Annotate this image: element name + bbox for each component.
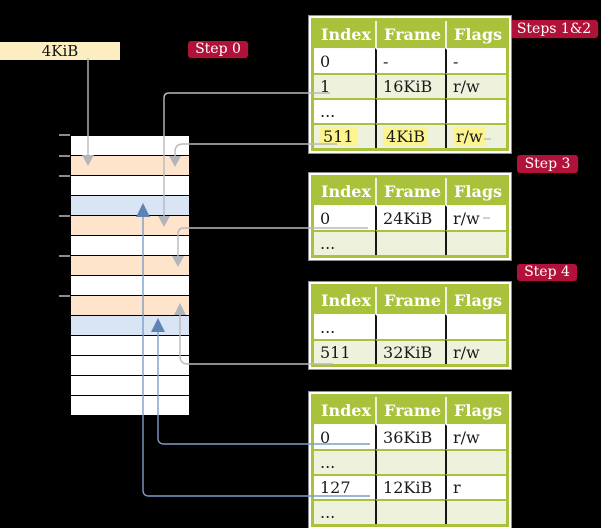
address-tick-1 xyxy=(59,155,70,157)
memory-row-4 xyxy=(70,215,190,236)
badge-step-0: Step 0 xyxy=(188,41,248,58)
table-cell: 0 xyxy=(314,48,376,73)
frame-size-box: 4KiB xyxy=(0,42,120,60)
table-cell: r/w xyxy=(445,123,507,148)
address-tick-0 xyxy=(59,134,70,136)
address-tick-3 xyxy=(59,215,70,217)
table-cell: 24KiB xyxy=(375,205,446,230)
table-cell: ... xyxy=(314,230,376,255)
memory-row-2 xyxy=(70,175,190,196)
memory-row-6 xyxy=(70,255,190,276)
table-cell: ... xyxy=(314,314,376,339)
table-cell: - xyxy=(375,48,446,73)
column-header-frame: Frame xyxy=(375,287,446,314)
memory-row-3 xyxy=(70,195,190,216)
memory-row-13 xyxy=(70,395,190,416)
column-header-frame: Frame xyxy=(375,21,446,48)
table-cell: r/w xyxy=(445,205,507,230)
badge-step-4: Step 4 xyxy=(517,264,577,281)
column-header-flags: Flags xyxy=(445,178,507,205)
table-cell xyxy=(445,314,507,339)
table-cell: ... xyxy=(314,499,376,524)
table-cell xyxy=(375,230,446,255)
table-cell xyxy=(375,499,446,524)
memory-row-1 xyxy=(70,155,190,176)
table-cell: ... xyxy=(314,449,376,474)
table-cell xyxy=(375,98,446,123)
table-cell xyxy=(445,230,507,255)
table-cell: 0 xyxy=(314,424,376,449)
table-cell: r xyxy=(445,474,507,499)
column-header-flags: Flags xyxy=(445,397,507,424)
table-cell: - xyxy=(445,48,507,73)
column-header-index: Index xyxy=(314,178,376,205)
address-tick-5 xyxy=(59,295,70,297)
highlighted-value: 511 xyxy=(320,127,357,146)
table-cell: 16KiB xyxy=(375,73,446,98)
column-header-frame: Frame xyxy=(375,178,446,205)
table-cell: r/w xyxy=(445,339,507,364)
table-cell: r/w xyxy=(445,73,507,98)
memory-row-12 xyxy=(70,375,190,396)
column-header-flags: Flags xyxy=(445,287,507,314)
memory-row-5 xyxy=(70,235,190,256)
memory-row-11 xyxy=(70,355,190,376)
address-tick-4 xyxy=(59,255,70,257)
table-row: ... xyxy=(314,314,507,339)
table-row: ... xyxy=(314,499,507,524)
table-cell: 511 xyxy=(314,339,376,364)
table-row: ... xyxy=(314,230,507,255)
table-cell xyxy=(375,314,446,339)
address-tick-2 xyxy=(59,175,70,177)
table-cell: 36KiB xyxy=(375,424,446,449)
column-header-index: Index xyxy=(314,287,376,314)
table-cell xyxy=(445,449,507,474)
table-cell xyxy=(375,449,446,474)
badge-step-3: Step 3 xyxy=(517,155,578,173)
table-cell xyxy=(445,499,507,524)
memory-row-9 xyxy=(70,315,190,336)
memory-row-7 xyxy=(70,275,190,296)
column-header-frame: Frame xyxy=(375,397,446,424)
column-header-index: Index xyxy=(314,21,376,48)
table-cell xyxy=(445,98,507,123)
memory-row-10 xyxy=(70,335,190,356)
table-cell: 4KiB xyxy=(375,123,446,148)
table-cell: r/w xyxy=(445,424,507,449)
table-cell: 511 xyxy=(314,123,376,148)
table-row: 511 4KiB r/w xyxy=(314,123,507,148)
highlighted-value: 4KiB xyxy=(383,127,429,146)
table-cell: 0 xyxy=(314,205,376,230)
table-cell: ... xyxy=(314,98,376,123)
memory-row-0 xyxy=(70,135,190,156)
table-cell: 12KiB xyxy=(375,474,446,499)
table-cell: 1 xyxy=(314,73,376,98)
column-header-flags: Flags xyxy=(445,21,507,48)
table-cell: 127 xyxy=(314,474,376,499)
table-row: ... xyxy=(314,449,507,474)
column-header-index: Index xyxy=(314,397,376,424)
table-row: 0-- xyxy=(314,48,507,73)
badge-steps-1-2: Steps 1&2 xyxy=(510,20,598,38)
memory-row-8 xyxy=(70,295,190,316)
table-cell: 32KiB xyxy=(375,339,446,364)
table-row: ... xyxy=(314,98,507,123)
highlighted-value: r/w xyxy=(453,127,486,146)
